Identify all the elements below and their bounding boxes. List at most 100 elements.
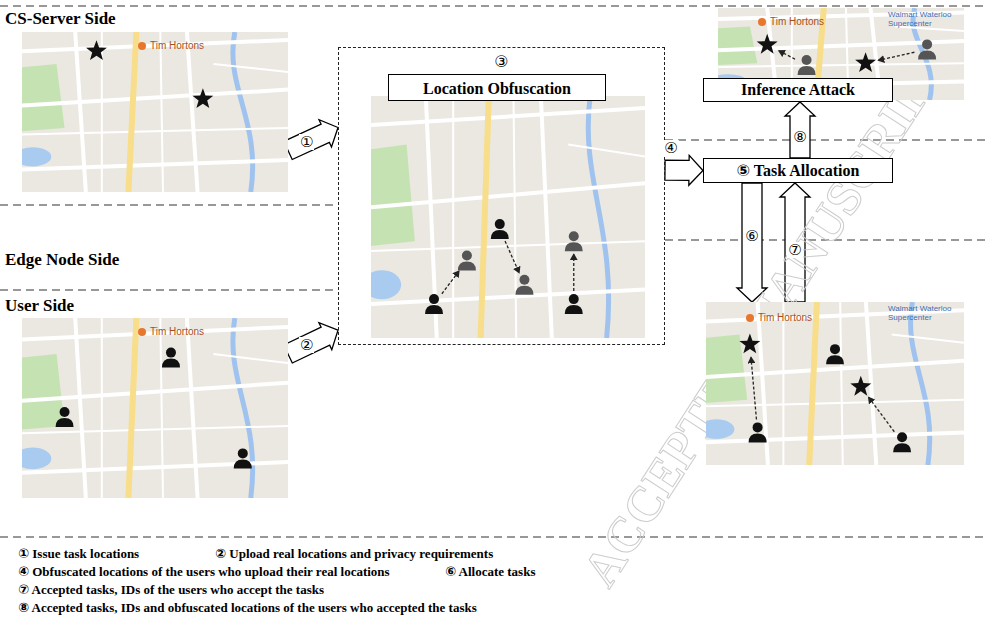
main-road	[809, 302, 817, 465]
user-head	[519, 275, 529, 285]
road	[371, 290, 645, 305]
park	[371, 144, 415, 246]
user-head	[166, 348, 176, 358]
move-arrow	[751, 357, 756, 419]
lake	[22, 147, 51, 166]
road	[75, 318, 86, 498]
block-arrow	[665, 155, 703, 185]
process-box: Inference Attack	[703, 78, 893, 102]
park	[22, 64, 65, 131]
lake	[706, 419, 734, 439]
street	[22, 128, 288, 134]
callout-number: ③	[339, 53, 664, 70]
user-head	[495, 219, 505, 229]
task-star	[739, 333, 760, 353]
move-arrow	[442, 271, 459, 294]
main-road	[128, 318, 136, 498]
road	[371, 183, 645, 207]
user-head	[753, 422, 763, 432]
street	[214, 354, 288, 363]
lake	[371, 270, 401, 299]
map-label: Tim Hortons	[770, 16, 824, 28]
street	[568, 144, 645, 156]
road	[187, 318, 198, 498]
callout-number: ⑧	[792, 129, 807, 145]
user-body	[826, 355, 844, 364]
map-illustration	[371, 96, 645, 338]
move-arrow	[779, 51, 795, 59]
park	[22, 354, 65, 430]
road	[22, 327, 288, 340]
street	[101, 318, 103, 498]
user-body	[234, 459, 252, 468]
user-body	[918, 50, 936, 59]
callout-number: ④	[663, 140, 678, 156]
map-ground	[371, 96, 645, 338]
main-road	[481, 96, 489, 338]
street	[22, 426, 288, 433]
user-head	[429, 294, 439, 304]
user-head	[802, 55, 812, 65]
band-title: User Side	[5, 296, 74, 316]
map-label: Tim Hortons	[150, 326, 204, 338]
note-text: ⑦ Accepted tasks, IDs of the users who a…	[18, 582, 324, 598]
user-body	[458, 262, 476, 271]
user-head	[922, 39, 932, 49]
callout-number: ①	[299, 134, 314, 150]
user-body	[565, 305, 583, 314]
dashed-separator	[0, 204, 338, 205]
road	[22, 40, 288, 51]
user-body	[749, 433, 767, 442]
note-text: ⑧ Accepted tasks, IDs and obfuscated loc…	[18, 600, 477, 616]
park	[718, 26, 757, 65]
river	[233, 318, 253, 498]
user-head	[569, 231, 579, 241]
callout-number: ⑥	[744, 228, 759, 244]
river	[911, 302, 930, 465]
map-panel: Tim Hortons	[22, 318, 288, 498]
callout-number: ⑦	[787, 242, 802, 258]
street	[706, 400, 964, 407]
dashed-separator	[665, 139, 985, 140]
block-arrow	[785, 102, 815, 158]
move-arrow	[869, 397, 895, 432]
user-body	[798, 66, 816, 75]
task-star	[850, 376, 871, 396]
dashed-separator	[0, 289, 338, 290]
river	[588, 96, 608, 338]
map-label: Tim Hortons	[758, 312, 812, 324]
street	[214, 64, 288, 72]
road	[371, 108, 645, 125]
callout-number: ②	[299, 337, 314, 353]
road	[75, 32, 86, 192]
process-box: Location Obfuscation	[388, 74, 606, 101]
map-ground	[22, 318, 288, 498]
user-body	[565, 242, 583, 251]
user-head	[897, 432, 907, 442]
map-panel: Tim Hortons	[22, 32, 288, 192]
map-label: Walmart Waterloo Supercenter	[888, 10, 960, 28]
street	[782, 302, 784, 465]
main-road	[128, 32, 136, 192]
obfuscation-region: ③ Location Obfuscation	[338, 47, 665, 345]
user-body	[425, 305, 443, 314]
user-head	[830, 344, 840, 354]
street	[452, 96, 454, 338]
street	[892, 335, 964, 343]
user-body	[162, 359, 180, 368]
street	[513, 96, 516, 338]
process-box: ⑤ Task Allocation	[703, 158, 893, 183]
band-title: CS-Server Side	[5, 9, 116, 29]
dashed-separator	[0, 5, 985, 6]
user-body	[56, 418, 74, 427]
user-body	[491, 230, 509, 239]
band-title: Edge Node Side	[5, 250, 119, 270]
move-arrow	[878, 52, 914, 60]
note-text: ④ Obfuscated locations of the users who …	[18, 564, 390, 580]
note-text: ② Upload real locations and privacy requ…	[215, 546, 493, 562]
dashed-separator	[0, 536, 985, 537]
note-text: ⑥ Allocate tasks	[445, 564, 535, 580]
map-ground	[706, 302, 964, 465]
street	[160, 32, 163, 192]
